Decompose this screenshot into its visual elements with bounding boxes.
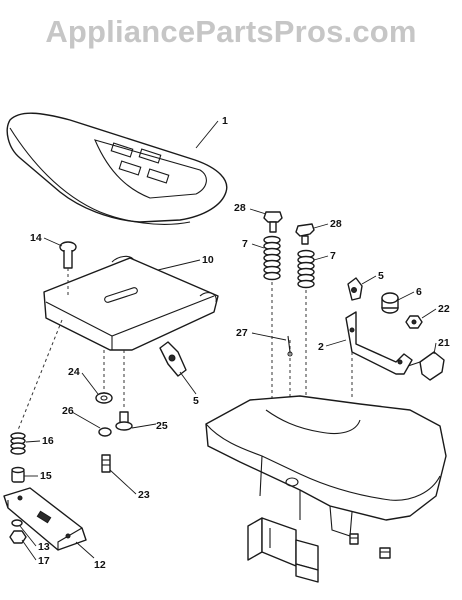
callout-5-lower: 5 xyxy=(193,395,199,407)
lower-spring[interactable] xyxy=(10,432,26,455)
spacer[interactable] xyxy=(98,427,112,437)
callout-12: 12 xyxy=(94,559,106,571)
spring-right[interactable] xyxy=(297,249,315,289)
seat-pan[interactable] xyxy=(43,255,219,351)
callout-27: 27 xyxy=(236,327,248,339)
callout-16: 16 xyxy=(42,435,54,447)
callouts: 1 14 10 28 28 7 7 5 6 22 27 2 21 24 5 26… xyxy=(30,115,450,571)
callout-25: 25 xyxy=(156,420,168,432)
spring-bolt-left[interactable] xyxy=(263,211,283,233)
frame xyxy=(247,517,319,583)
callout-21: 21 xyxy=(438,337,450,349)
callout-28-left: 28 xyxy=(234,202,246,214)
callout-23: 23 xyxy=(138,489,150,501)
callout-2: 2 xyxy=(318,341,324,353)
watermark: AppliancePartsPros.com xyxy=(45,14,417,49)
washer[interactable] xyxy=(95,392,113,404)
hinge-bracket[interactable] xyxy=(159,341,187,377)
spring-left[interactable] xyxy=(263,235,281,281)
seat-knob[interactable] xyxy=(59,241,77,296)
callout-26: 26 xyxy=(62,405,74,417)
pin[interactable] xyxy=(287,335,293,357)
callout-15: 15 xyxy=(40,470,52,482)
slide-bracket[interactable] xyxy=(3,487,87,551)
callout-10: 10 xyxy=(202,254,214,266)
seat-switch[interactable] xyxy=(407,351,445,381)
washer-small[interactable] xyxy=(11,519,23,527)
callout-5-upper: 5 xyxy=(378,270,384,282)
nut[interactable] xyxy=(9,530,27,544)
upper-bracket[interactable] xyxy=(347,277,363,301)
fender-deck xyxy=(205,395,447,537)
callout-24: 24 xyxy=(68,366,80,378)
bushing-upper[interactable] xyxy=(381,292,399,314)
spring-bolt-right[interactable] xyxy=(295,223,315,245)
switch-bracket[interactable] xyxy=(345,311,413,400)
callout-22: 22 xyxy=(438,303,450,315)
align-line xyxy=(17,319,63,431)
deck-fastener xyxy=(349,533,391,559)
lower-bolt[interactable] xyxy=(101,454,111,473)
callout-28-right: 28 xyxy=(330,218,342,230)
callout-6: 6 xyxy=(416,286,422,298)
callout-13: 13 xyxy=(38,541,50,553)
callout-17: 17 xyxy=(38,555,50,567)
seat[interactable] xyxy=(6,112,228,225)
callout-1: 1 xyxy=(222,115,228,127)
leader-lines xyxy=(19,120,437,561)
callout-14: 14 xyxy=(30,232,42,244)
bushing[interactable] xyxy=(11,466,25,483)
nut-upper[interactable] xyxy=(405,315,423,329)
callout-7-left: 7 xyxy=(242,238,248,250)
bolt[interactable] xyxy=(115,411,133,431)
callout-7-right: 7 xyxy=(330,250,336,262)
